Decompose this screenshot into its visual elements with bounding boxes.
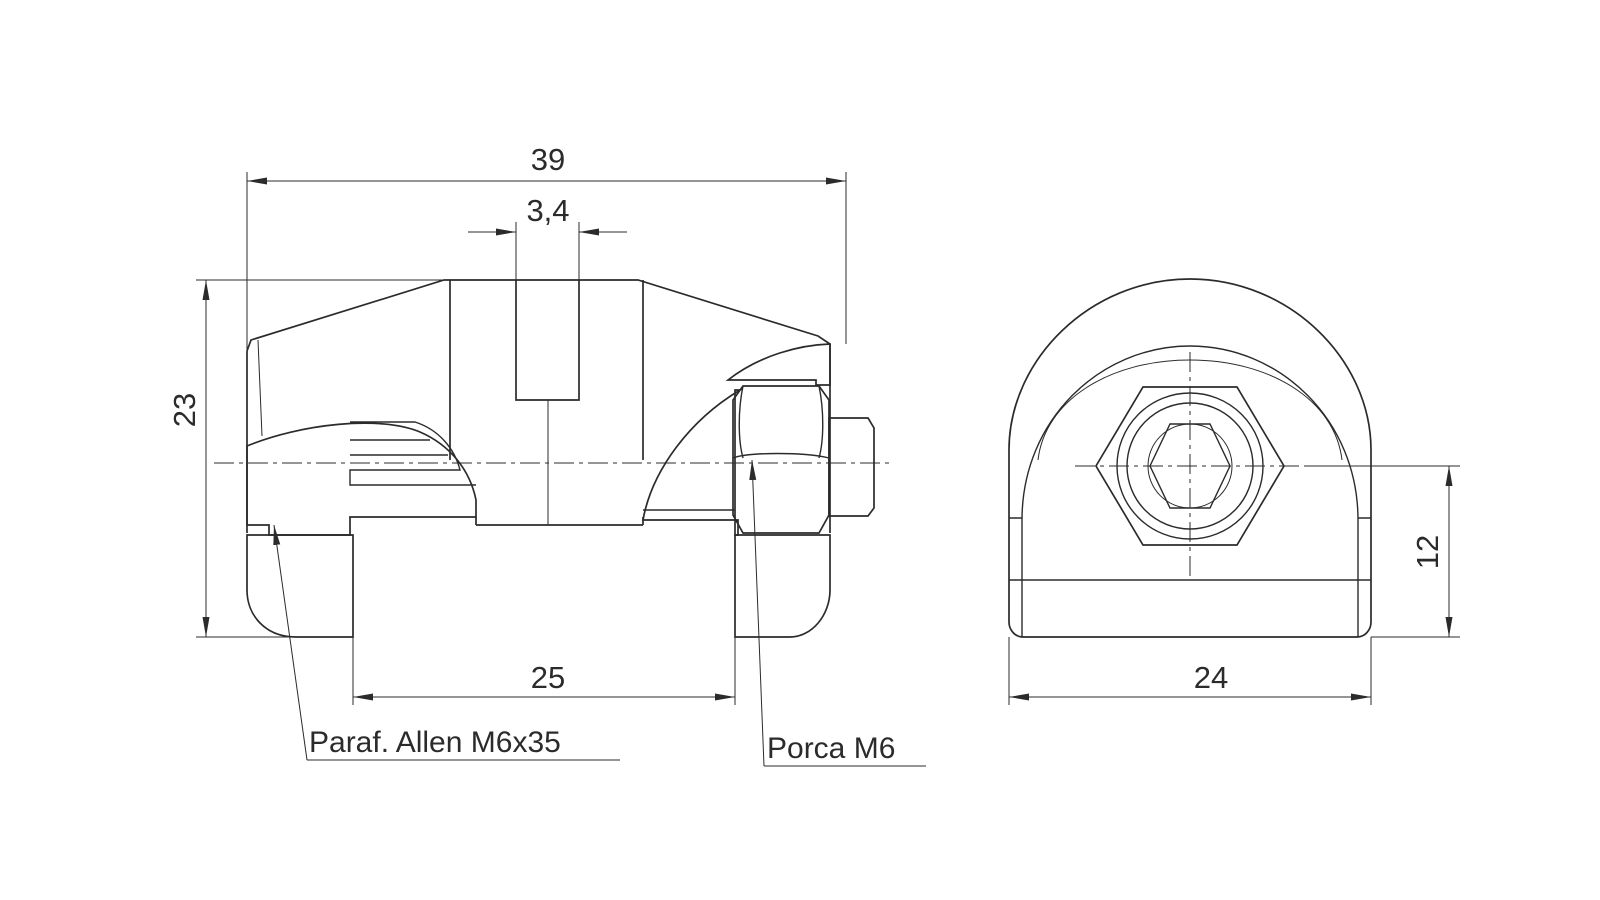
left-screw-channel <box>349 421 476 486</box>
dim-end-height: 12 <box>1410 535 1445 569</box>
left-screw-head <box>350 439 448 456</box>
callout-screw-leader <box>273 524 308 761</box>
body-top-outline <box>246 279 831 352</box>
right-foot-section <box>734 534 831 638</box>
callouts: Paraf. Allen M6x35 Porca M6 <box>273 459 926 767</box>
body-left-bevel-line <box>257 339 263 437</box>
side-section-view <box>214 279 892 638</box>
end-view-outer-profile <box>1008 278 1372 638</box>
dim-slot-width: 3,4 <box>526 193 569 228</box>
dim-inner-width: 25 <box>531 660 565 695</box>
left-section-hatch <box>246 422 477 536</box>
side-view-dimensions: 39 3,4 23 25 <box>167 142 847 705</box>
end-view-inner-walls <box>1009 517 1371 637</box>
dim-height: 23 <box>167 393 202 427</box>
callout-nut-leader <box>749 459 765 767</box>
end-view-dimensions: 24 12 <box>1008 465 1460 705</box>
dim-overall-width: 39 <box>531 142 565 177</box>
left-foot-section <box>246 534 354 638</box>
nut-section <box>732 385 830 534</box>
body-bottom-line <box>475 517 644 526</box>
nut-faces <box>732 385 830 459</box>
end-view-inner-profile <box>1021 345 1359 521</box>
dim-end-width: 24 <box>1194 660 1228 695</box>
slot-outline <box>449 280 644 460</box>
end-view <box>1008 278 1372 638</box>
callout-nut-label: Porca M6 <box>767 732 895 765</box>
end-view-nut-hexagon <box>1095 386 1285 546</box>
bolt-end <box>828 417 875 517</box>
right-top-section <box>725 343 831 386</box>
callout-screw-label: Paraf. Allen M6x35 <box>309 726 561 759</box>
